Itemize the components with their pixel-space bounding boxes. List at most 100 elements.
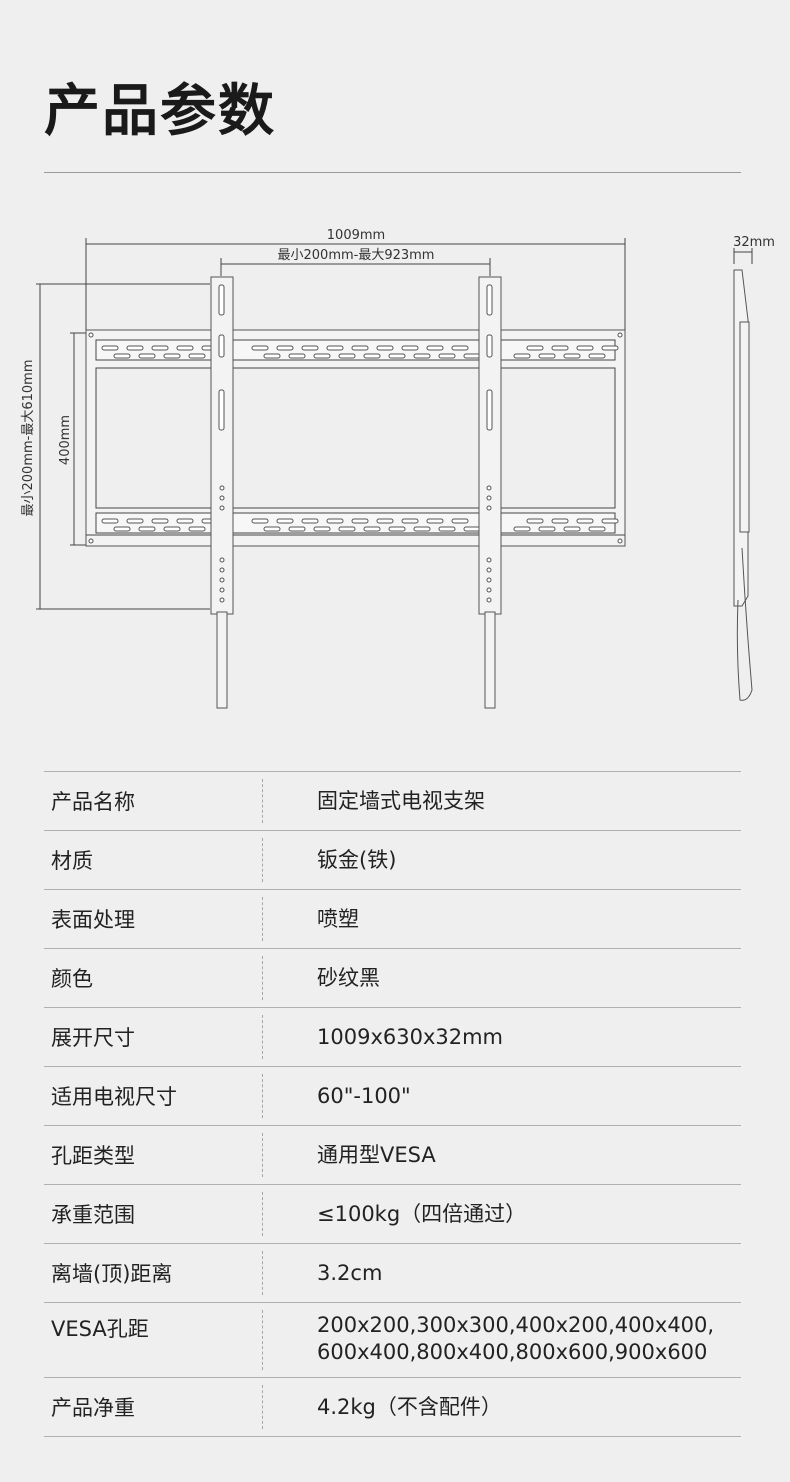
rail-slot bbox=[401, 518, 419, 524]
dim-total-width: 1009mm bbox=[327, 228, 385, 243]
rail-slot bbox=[251, 518, 269, 524]
rail-slot bbox=[288, 353, 306, 359]
column-divider bbox=[262, 897, 263, 941]
spec-label: 孔距类型 bbox=[51, 1144, 135, 1168]
rail-slot bbox=[563, 353, 581, 359]
rail-slot bbox=[151, 518, 169, 524]
rail-slot bbox=[313, 526, 331, 532]
spec-value: 砂纹黑 bbox=[317, 965, 380, 990]
rail-slot bbox=[326, 518, 344, 524]
rail-slot bbox=[551, 518, 569, 524]
rail-slot bbox=[351, 345, 369, 351]
rail-slot bbox=[551, 345, 569, 351]
column-divider bbox=[262, 956, 263, 1000]
spec-row-net-weight: 产品净重 4.2kg（不含配件） bbox=[44, 1378, 741, 1437]
vesa-line: 200x200,300x300,400x200,400x400, bbox=[317, 1313, 715, 1337]
column-divider bbox=[262, 1385, 263, 1429]
rail-slot bbox=[451, 345, 469, 351]
dim-adjust-height: 最小200mm-最大610mm bbox=[21, 360, 36, 517]
rail-slot bbox=[576, 518, 594, 524]
column-divider bbox=[262, 1251, 263, 1295]
spec-label: 产品名称 bbox=[51, 790, 135, 814]
spec-label: 适用电视尺寸 bbox=[51, 1085, 177, 1109]
spec-value: 1009x630x32mm bbox=[317, 1024, 504, 1049]
spec-value: 通用型VESA bbox=[317, 1142, 436, 1167]
column-divider bbox=[262, 1133, 263, 1177]
column-divider bbox=[262, 1015, 263, 1059]
dim-depth: 32mm bbox=[733, 235, 775, 250]
rail-slot bbox=[413, 353, 431, 359]
rail-slot bbox=[338, 353, 356, 359]
spec-value: 60"-100" bbox=[317, 1083, 411, 1108]
rail-slot bbox=[313, 353, 331, 359]
rail-slot bbox=[263, 353, 281, 359]
rail-slot bbox=[438, 353, 456, 359]
vesa-line: 600x400,800x400,800x600,900x600 bbox=[317, 1340, 708, 1364]
rail-slot bbox=[601, 518, 619, 524]
rail-slot bbox=[138, 526, 156, 532]
rail-slot bbox=[588, 526, 606, 532]
rail-slot bbox=[363, 353, 381, 359]
page-title: 产品参数 bbox=[44, 79, 276, 144]
rail-slot bbox=[188, 353, 206, 359]
spec-row-vesa: VESA孔距 200x200,300x300,400x200,400x400, … bbox=[44, 1303, 741, 1378]
rail-slot bbox=[413, 526, 431, 532]
rail-slot bbox=[576, 345, 594, 351]
rail-slot bbox=[126, 518, 144, 524]
spec-label: 产品净重 bbox=[51, 1396, 135, 1420]
rail-slot bbox=[263, 526, 281, 532]
rail-slot bbox=[151, 345, 169, 351]
rail-slot bbox=[251, 345, 269, 351]
spec-value: 钣金(铁) bbox=[317, 847, 397, 872]
rail-slot bbox=[338, 526, 356, 532]
bracket-technical-drawing: 1009mm 最小200mm-最大923mm 32mm 400mm 最小200m… bbox=[21, 228, 775, 709]
rail-slot bbox=[188, 526, 206, 532]
column-divider bbox=[262, 1310, 263, 1370]
rail-slot bbox=[301, 518, 319, 524]
spec-row-tv-size: 适用电视尺寸 60"-100" bbox=[44, 1067, 741, 1126]
rail-slot bbox=[138, 353, 156, 359]
column-divider bbox=[262, 1192, 263, 1236]
spec-table: 产品名称 固定墙式电视支架 材质 钣金(铁) 表面处理 喷塑 颜色 砂纹黑 展开… bbox=[44, 771, 741, 1437]
rail-slot bbox=[588, 353, 606, 359]
spec-value: 喷塑 bbox=[317, 906, 359, 931]
spec-label: 承重范围 bbox=[51, 1203, 135, 1227]
spec-value: 200x200,300x300,400x200,400x400, 600x400… bbox=[262, 1303, 714, 1366]
spec-value: 3.2cm bbox=[317, 1260, 383, 1285]
spec-label: 离墙(顶)距离 bbox=[51, 1262, 173, 1286]
spec-row-material: 材质 钣金(铁) bbox=[44, 831, 741, 890]
rail-slot bbox=[276, 345, 294, 351]
rail-slot bbox=[163, 353, 181, 359]
rail-slot bbox=[563, 526, 581, 532]
rail-slot bbox=[376, 518, 394, 524]
spec-row-surface: 表面处理 喷塑 bbox=[44, 890, 741, 949]
rail-slot bbox=[513, 353, 531, 359]
rail-slot bbox=[101, 518, 119, 524]
rail-slot bbox=[163, 526, 181, 532]
rail-slot bbox=[463, 526, 481, 532]
spec-value: 固定墙式电视支架 bbox=[317, 788, 485, 813]
rail-slot bbox=[538, 353, 556, 359]
rail-slot bbox=[301, 345, 319, 351]
rail-slot bbox=[101, 345, 119, 351]
rail-slot bbox=[126, 345, 144, 351]
spec-label: 颜色 bbox=[51, 967, 93, 991]
rail-slot bbox=[288, 526, 306, 532]
rail-slot bbox=[601, 345, 619, 351]
column-divider bbox=[262, 1074, 263, 1118]
dim-frame-height: 400mm bbox=[58, 415, 73, 465]
rail-slot bbox=[113, 526, 131, 532]
spec-row-color: 颜色 砂纹黑 bbox=[44, 949, 741, 1008]
spec-value: ≤100kg（四倍通过） bbox=[317, 1201, 527, 1226]
dim-adjust-width: 最小200mm-最大923mm bbox=[278, 248, 435, 263]
rail-slot bbox=[388, 526, 406, 532]
rail-slot bbox=[426, 345, 444, 351]
rail-slot bbox=[426, 518, 444, 524]
spec-label: VESA孔距 bbox=[51, 1317, 149, 1341]
column-divider bbox=[262, 779, 263, 823]
rail-slot bbox=[376, 345, 394, 351]
spec-row-load: 承重范围 ≤100kg（四倍通过） bbox=[44, 1185, 741, 1244]
rail-slot bbox=[538, 526, 556, 532]
spec-row-size: 展开尺寸 1009x630x32mm bbox=[44, 1008, 741, 1067]
rail-slot bbox=[113, 353, 131, 359]
